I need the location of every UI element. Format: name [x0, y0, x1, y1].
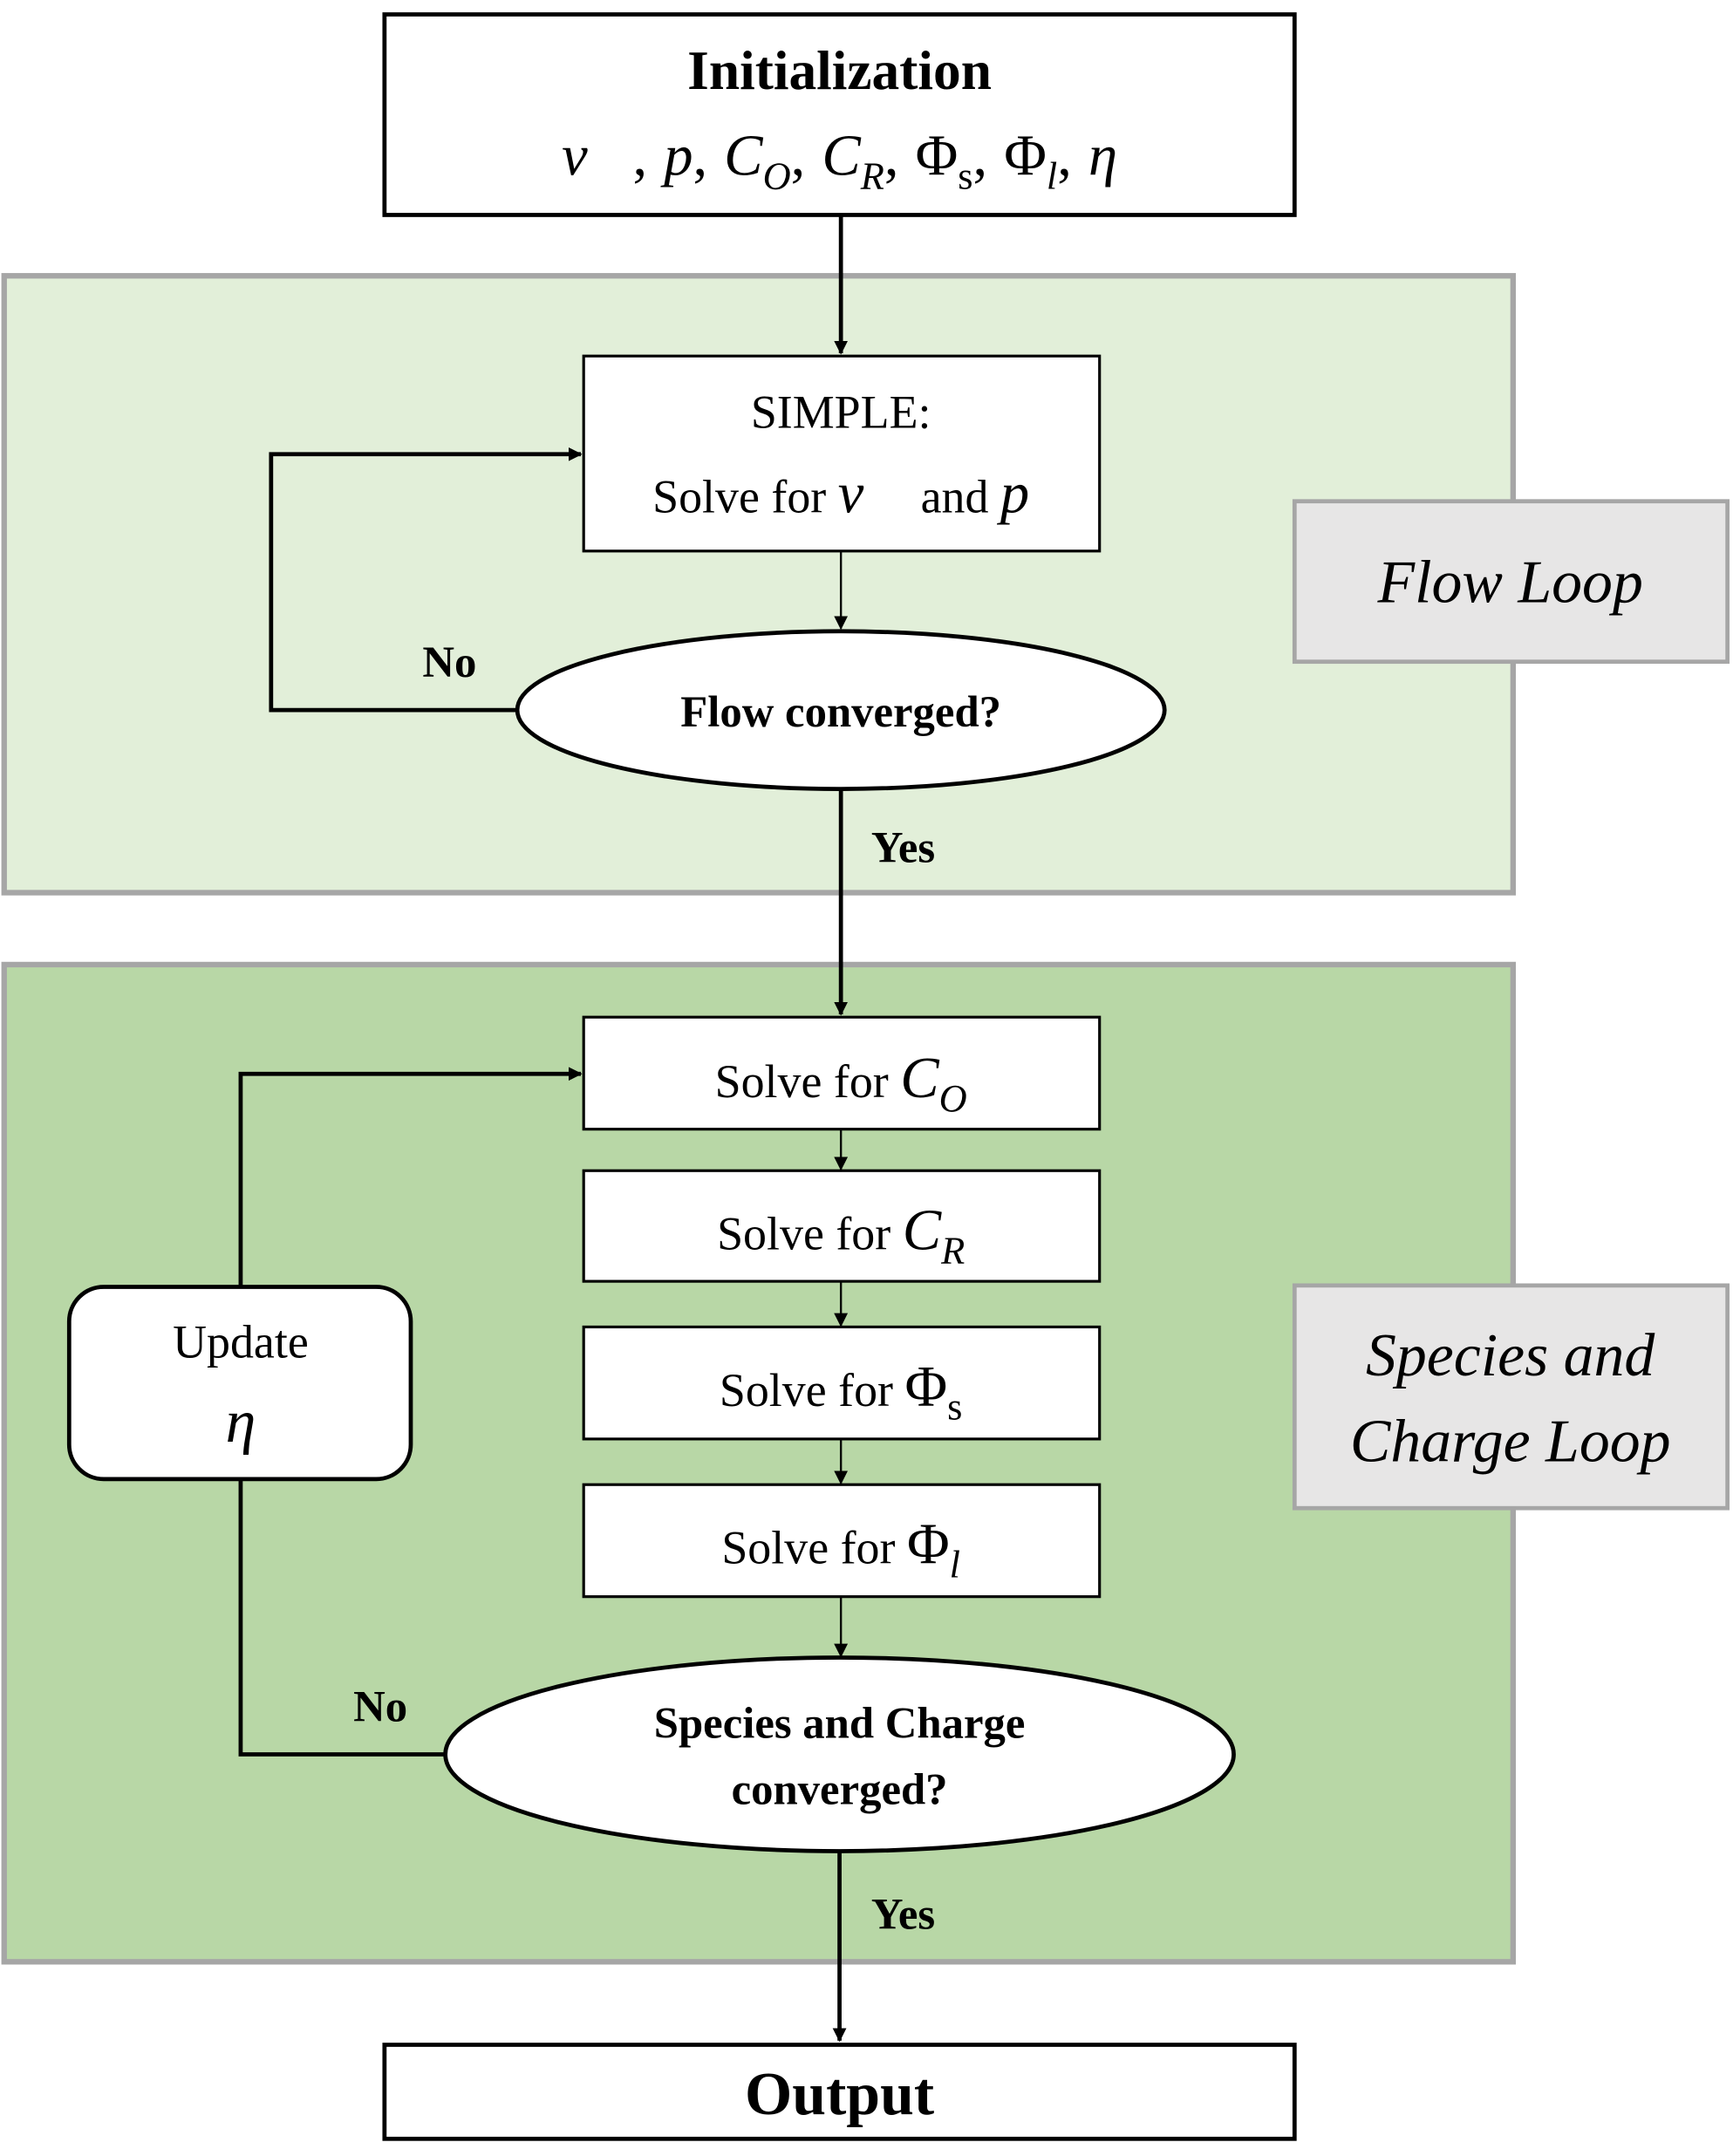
connectors	[238, 215, 849, 2043]
svg-text:Solve for CO: Solve for CO	[715, 1047, 967, 1120]
flow-loop-label-box: Flow Loop	[1292, 499, 1730, 665]
svg-text:converged?: converged?	[732, 1765, 948, 1814]
solve-cr-box: Solve for CR	[582, 1169, 1102, 1283]
initialization-title: Initialization	[687, 39, 992, 101]
simple-title: SIMPLE:	[751, 386, 931, 439]
svg-text:Solve for Φs: Solve for Φs	[720, 1355, 963, 1429]
svg-text:Solve for Φl: Solve for Φl	[721, 1513, 960, 1586]
svg-text:Flow converged?: Flow converged?	[680, 687, 1001, 736]
svg-text:Output: Output	[745, 2061, 934, 2128]
update-eta-box: Update η	[66, 1285, 413, 1482]
flow-yes-label: Yes	[871, 823, 935, 872]
initialization-variables: v⃗,p,CO,CR,Φs,Φl,η	[562, 124, 1117, 197]
simple-box: SIMPLE: Solve for v⃗ and p	[582, 354, 1102, 553]
flow-no-label: No	[422, 638, 476, 686]
species-no-line	[238, 1478, 446, 1757]
flow-no-loop	[269, 447, 583, 713]
svg-text:Species and Charge: Species and Charge	[654, 1698, 1026, 1747]
species-converged-decision: Species and Charge converged?	[443, 1655, 1236, 1853]
svg-text:η: η	[226, 1388, 256, 1456]
svg-text:Flow Loop: Flow Loop	[1377, 549, 1643, 616]
species-update-loop	[238, 1067, 583, 1287]
initialization-box: Initialization v⃗,p,CO,CR,Φs,Φl,η	[382, 12, 1297, 217]
solve-phil-box: Solve for Φl	[582, 1483, 1102, 1599]
output-box: Output	[382, 2043, 1297, 2141]
svg-text:Species and: Species and	[1366, 1322, 1655, 1389]
svg-text:Charge Loop: Charge Loop	[1350, 1408, 1671, 1475]
species-loop-label-box: Species and Charge Loop	[1292, 1283, 1730, 1511]
solve-co-box: Solve for CO	[582, 1015, 1102, 1131]
svg-text:Solve for CR: Solve for CR	[717, 1199, 965, 1272]
simple-solve-text: Solve for v⃗ and p	[652, 461, 1029, 525]
solve-phis-box: Solve for Φs	[582, 1325, 1102, 1441]
species-no-label: No	[353, 1682, 407, 1730]
svg-text:Update: Update	[173, 1315, 309, 1368]
species-yes-label: Yes	[871, 1889, 935, 1938]
flow-converged-decision: Flow converged?	[515, 629, 1167, 791]
